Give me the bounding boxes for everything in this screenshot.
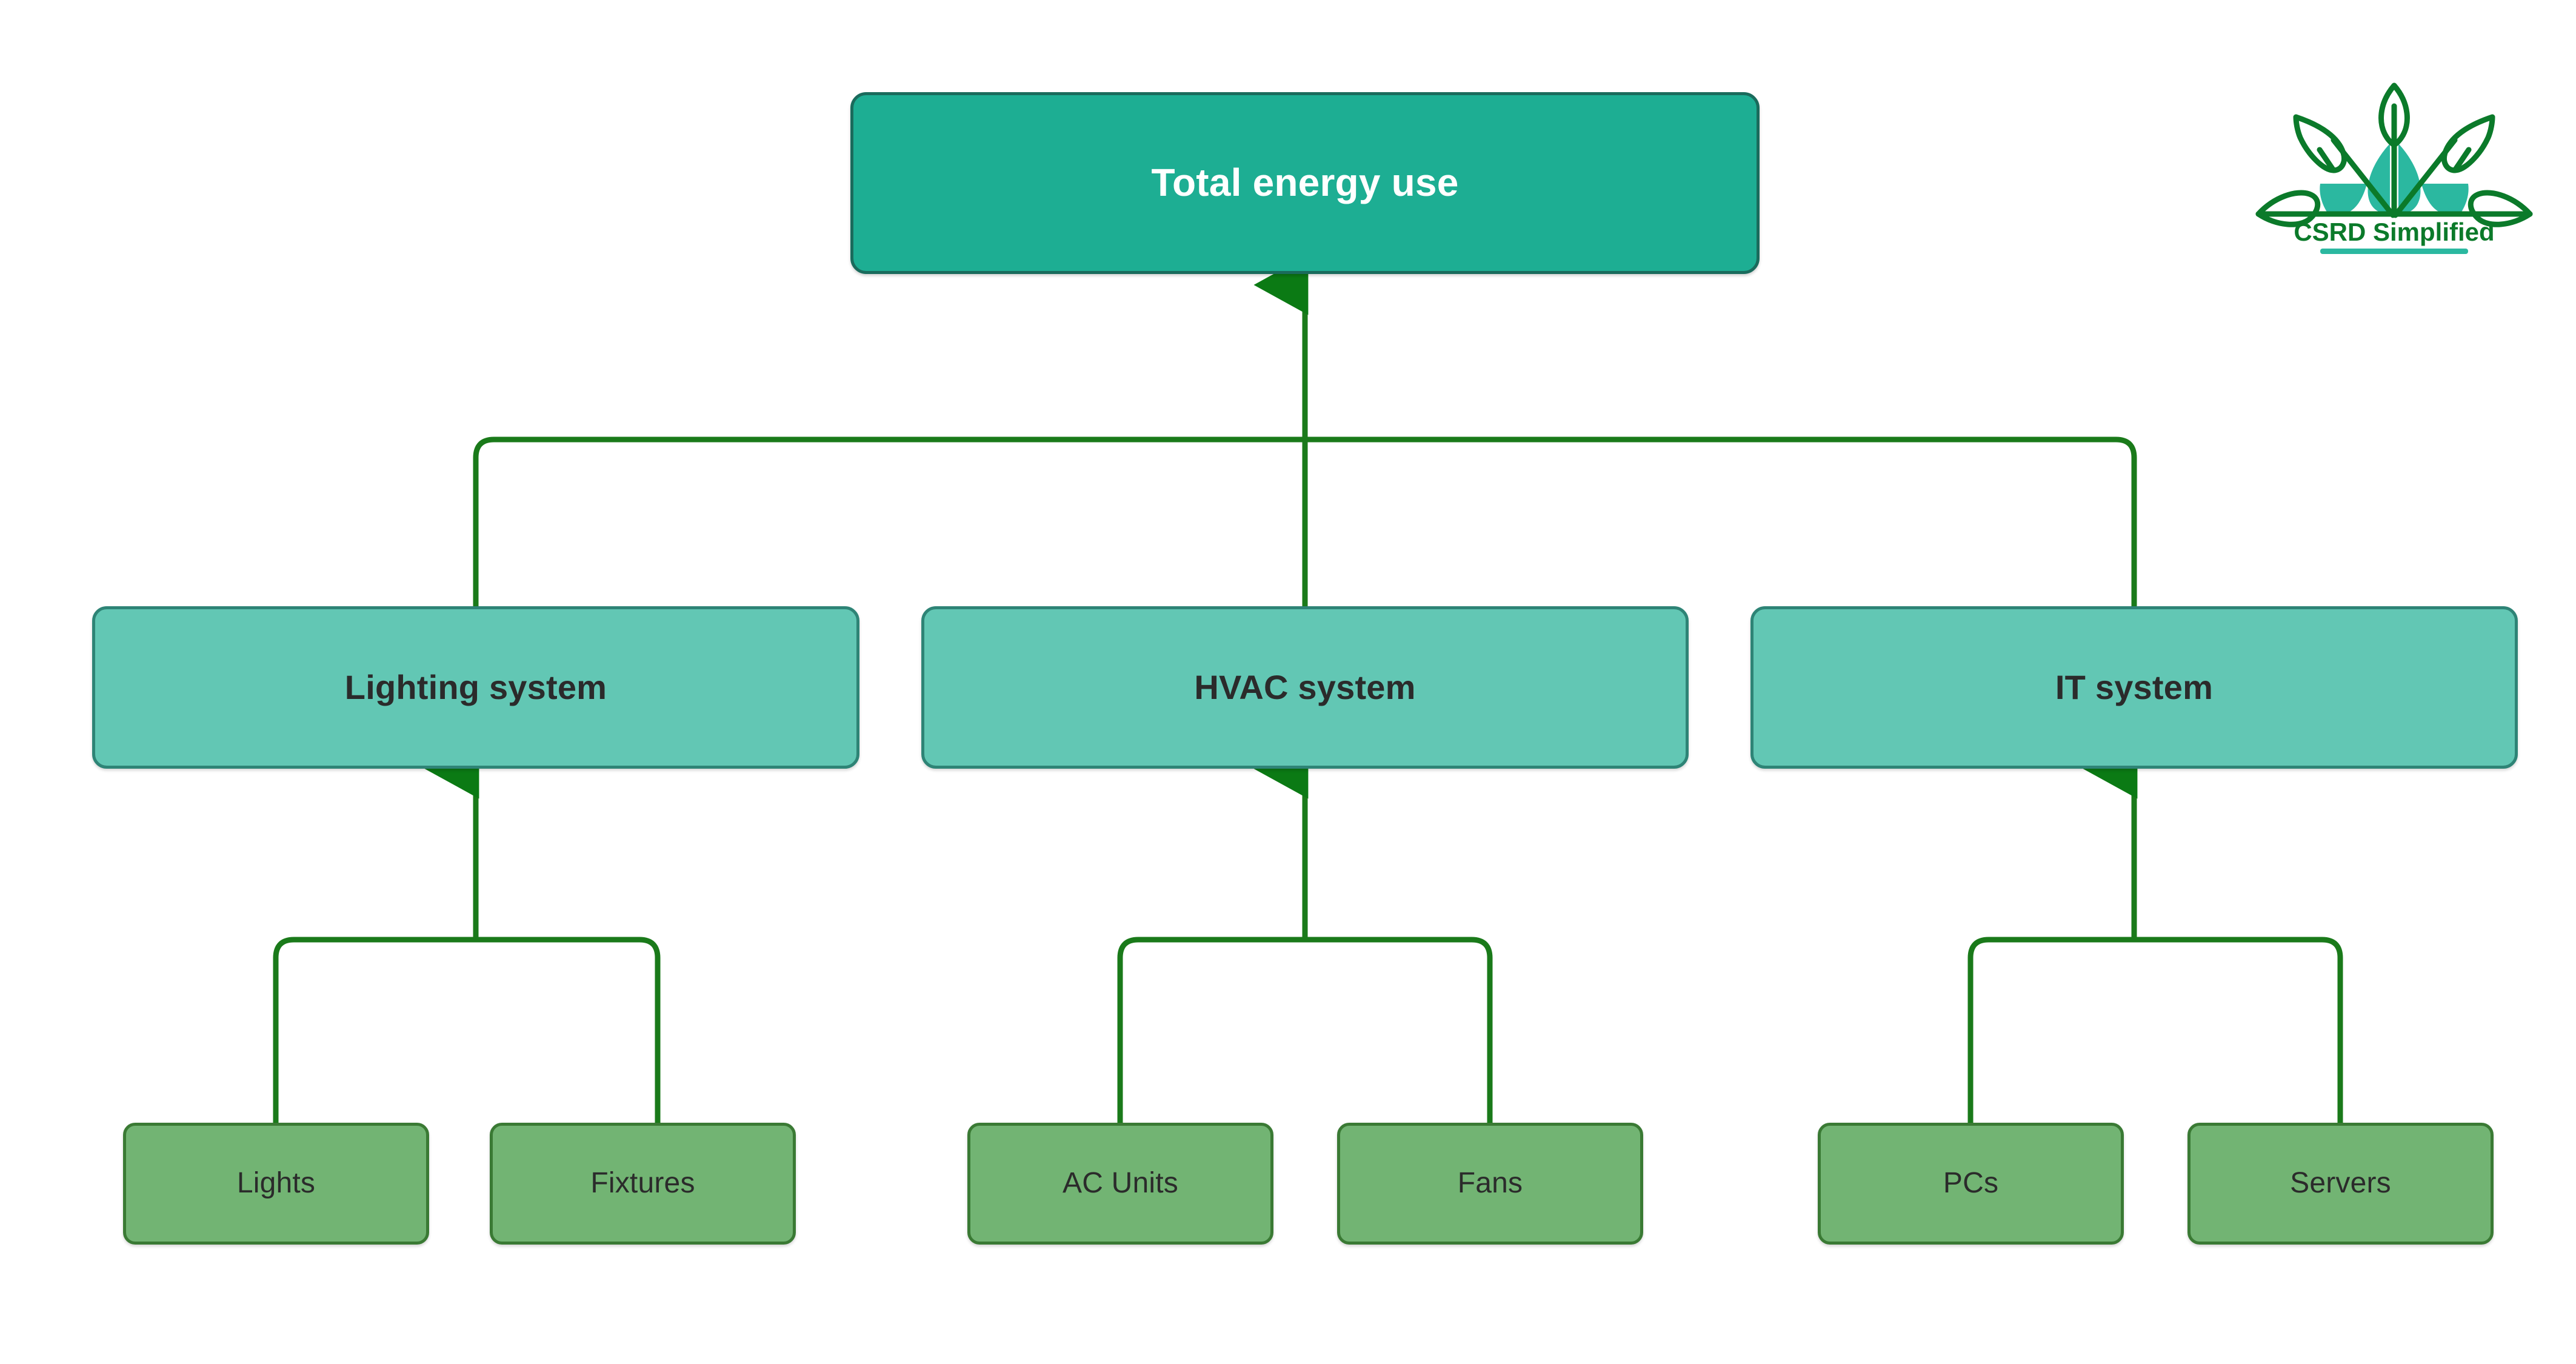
node-fans[interactable]: Fans [1337,1123,1643,1245]
connector-lighting-to-lights [273,937,476,1123]
connector-hvac-to-acunits [1117,937,1305,1123]
node-label: Fans [1457,1167,1523,1200]
node-label: IT system [2055,667,2214,706]
logo-plant-icon: CSRD Simplified [2255,82,2533,254]
node-lights[interactable]: Lights [123,1123,429,1245]
node-lighting-system[interactable]: Lighting system [92,606,859,769]
connector-it-to-servers [2134,937,2343,1123]
node-hvac-system[interactable]: HVAC system [921,606,1689,769]
node-label: AC Units [1063,1167,1178,1200]
node-label: Total energy use [1151,161,1459,205]
node-fixtures[interactable]: Fixtures [490,1123,796,1245]
node-label: Lights [236,1167,316,1200]
node-total-energy-use[interactable]: Total energy use [850,92,1760,274]
node-label: Fixtures [590,1167,695,1200]
logo-inner-leaves [2320,144,2469,214]
node-ac-units[interactable]: AC Units [967,1123,1273,1245]
node-label: PCs [1943,1167,1999,1200]
connector-bus-tier2-right [1305,436,2137,606]
logo-outline-leaves [2255,82,2533,227]
connector-lighting-to-fixtures [476,937,661,1123]
node-servers[interactable]: Servers [2187,1123,2494,1245]
node-label: Servers [2290,1167,2391,1200]
connector-hvac-to-fans [1305,937,1493,1123]
connector-bus-tier2-left [473,436,1305,606]
logo-wordmark: CSRD Simplified [2294,218,2494,246]
node-label: Lighting system [344,667,607,706]
node-pcs[interactable]: PCs [1818,1123,2124,1245]
node-it-system[interactable]: IT system [1750,606,2518,769]
csrd-simplified-logo: CSRD Simplified [2243,70,2546,264]
connector-it-to-pcs [1967,937,2134,1123]
logo-underline [2320,249,2468,254]
node-label: HVAC system [1194,667,1416,706]
